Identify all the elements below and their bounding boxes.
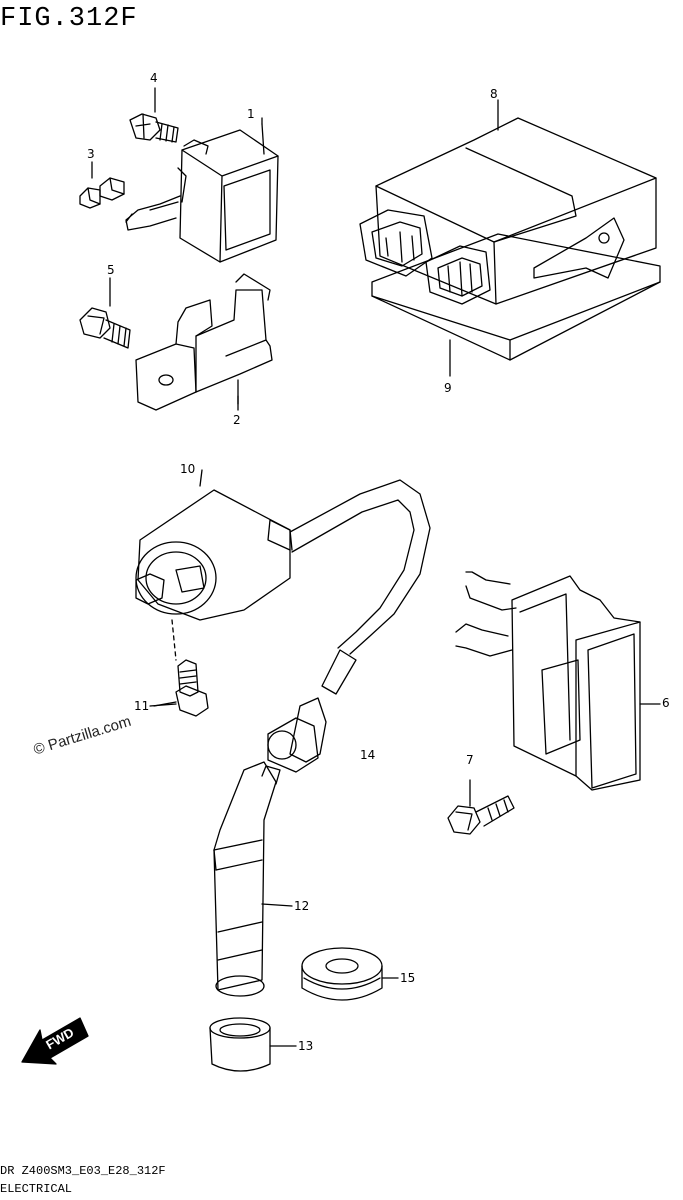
ecm-part-8 (359, 99, 657, 305)
callout-3: 3 (87, 147, 95, 161)
model-code: DR Z400SM3_E03_E28_312F (0, 1164, 166, 1178)
callout-10: 10 (180, 462, 196, 476)
bolt-part-5 (79, 307, 131, 349)
clip-part-3 (79, 177, 125, 209)
callout-6: 6 (662, 696, 670, 710)
callout-2: 2 (233, 413, 241, 427)
callout-15: 15 (400, 971, 416, 985)
callout-7: 7 (466, 753, 474, 767)
callout-14: 14 (360, 748, 376, 762)
relay-part-1 (125, 123, 279, 263)
callout-9: 9 (444, 381, 452, 395)
callout-1: 1 (247, 107, 255, 121)
ignition-coil-part-10 (135, 469, 431, 695)
plug-boot-part-12 (213, 761, 293, 997)
leader-line-11 (149, 703, 177, 707)
bracket-part-2 (135, 273, 273, 411)
regulator-part-6 (455, 571, 661, 791)
plug-cap-part-14 (261, 697, 327, 785)
callout-11: 11 (134, 699, 150, 713)
figure-title: FIG.312F (0, 4, 138, 34)
callout-12: 12 (294, 899, 310, 913)
callout-5: 5 (107, 263, 115, 277)
grommet-part-15 (301, 947, 399, 1001)
section-name: ELECTRICAL (0, 1182, 73, 1196)
fwd-arrow-icon (21, 1017, 89, 1065)
cap-part-13 (209, 1017, 297, 1072)
bolt-part-4 (129, 113, 179, 143)
bolt-part-7 (447, 779, 515, 835)
pad-part-9 (371, 233, 661, 377)
callout-4: 4 (150, 71, 158, 85)
bolt-part-11 (153, 659, 209, 717)
callout-13: 13 (298, 1039, 314, 1053)
callout-8: 8 (490, 87, 498, 101)
